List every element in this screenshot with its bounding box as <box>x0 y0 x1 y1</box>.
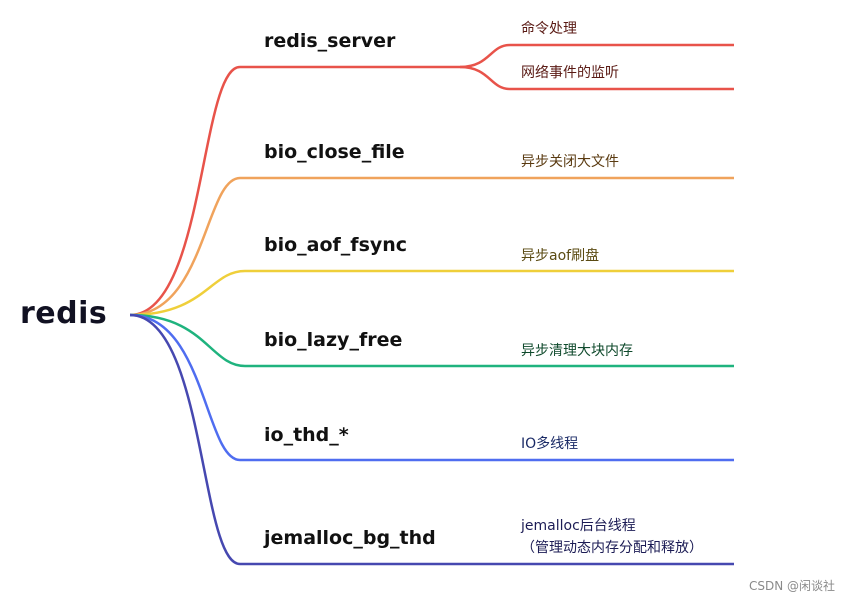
watermark: CSDN @闲谈社 <box>748 579 835 593</box>
branch-redis-server: redis_server <box>264 30 396 52</box>
leaf-async-free-mem: 异步清理大块内存 <box>521 343 633 359</box>
branch-bio-close-file: bio_close_file <box>264 141 405 163</box>
connector-io-thd <box>129 313 734 462</box>
connector-bio-close-file <box>129 176 734 317</box>
branch-bio-lazy-free: bio_lazy_free <box>264 329 403 351</box>
connector-redis-server <box>129 65 460 317</box>
root-node-redis: redis <box>20 296 108 331</box>
leaf-cmd-processing: 命令处理 <box>521 21 577 37</box>
leaf-network-listen: 网络事件的监听 <box>521 65 619 81</box>
connector-bio-lazy-free <box>129 313 734 368</box>
leaf-async-aof-flush: 异步aof刷盘 <box>521 248 600 264</box>
connector-bio-aof-fsync <box>129 269 734 317</box>
connector-cmd-processing <box>459 43 734 69</box>
branch-bio-aof-fsync: bio_aof_fsync <box>264 234 408 256</box>
branch-jemalloc-bg-thd: jemalloc_bg_thd <box>264 527 436 549</box>
branch-io-thd: io_thd_* <box>264 424 349 446</box>
leaf-io-multithread: IO多线程 <box>521 436 579 452</box>
connector-jemalloc-bg-thd <box>129 313 734 566</box>
leaf-jemalloc-desc: （管理动态内存分配和释放） <box>521 540 703 556</box>
leaf-jemalloc-bg: jemalloc后台线程 <box>521 518 636 534</box>
connector-network-listen <box>459 65 734 91</box>
leaf-async-close-file: 异步关闭大文件 <box>521 154 619 170</box>
